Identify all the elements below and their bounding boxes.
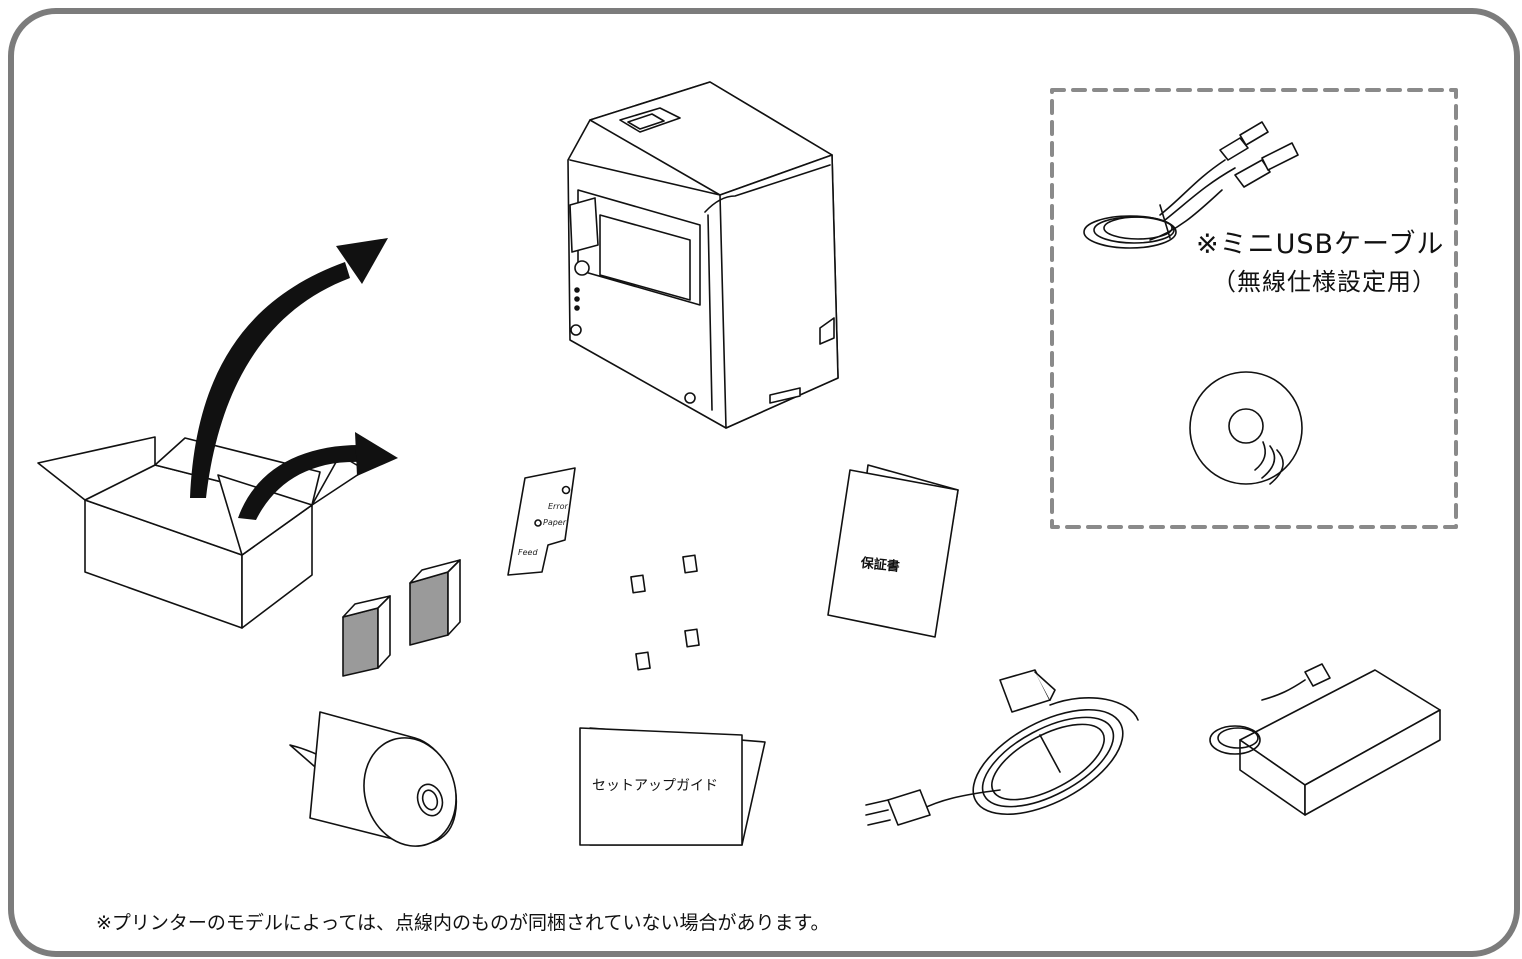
warranty-label: 保証書 [860, 555, 901, 575]
mini-usb-cable-icon [1083, 121, 1299, 249]
cd-rom-icon [1189, 371, 1303, 485]
panel-feed-label: Feed [518, 548, 538, 557]
setup-guide-label: セットアップガイド [592, 778, 718, 794]
printer-icon [567, 81, 839, 429]
power-cord-icon [865, 669, 1139, 826]
control-panel-sticker-icon [507, 467, 576, 576]
setup-guide-booklet-icon [579, 727, 766, 846]
hook-parts-icon [630, 554, 700, 671]
unpack-arrow-icon [190, 238, 388, 498]
mini-usb-cable-label: ※ミニUSBケーブル [1196, 229, 1445, 260]
paper-roll-icon [289, 711, 458, 847]
optional-items-dashed-box [1050, 88, 1458, 529]
ac-adapter-icon [1209, 663, 1441, 816]
panel-paper-label: Paper [543, 518, 567, 527]
paper-guide-parts-icon [342, 559, 461, 677]
footnote: ※プリンターのモデルによっては、点線内のものが同梱されていない場合があります。 [96, 912, 830, 934]
warranty-booklet-icon [827, 464, 959, 638]
mini-usb-cable-sublabel: （無線仕様設定用） [1212, 268, 1437, 296]
panel-error-label: Error [548, 502, 568, 511]
unpack-arrow-icon-2 [238, 432, 398, 520]
